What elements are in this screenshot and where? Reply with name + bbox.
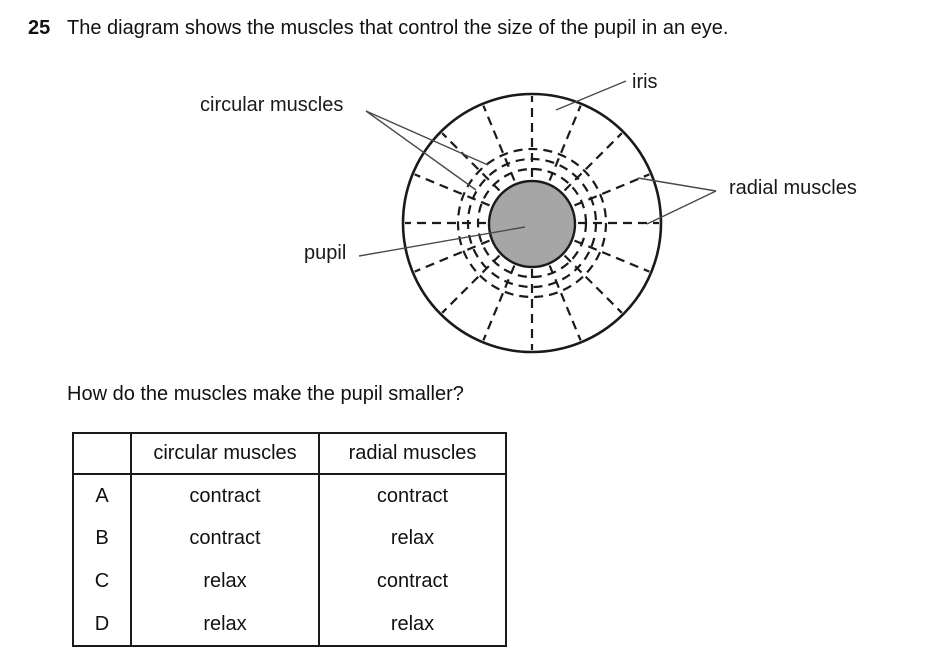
option-d-radial: relax <box>318 603 506 646</box>
pupil-label: pupil <box>304 242 347 264</box>
pupil-circle <box>487 179 577 269</box>
radial-muscles-leader-2 <box>646 190 717 225</box>
table-row-option-d: D relax relax <box>73 603 506 646</box>
muscle-dash-group <box>405 96 659 350</box>
option-b-circular: contract <box>130 517 319 560</box>
option-c-radial: contract <box>318 560 506 603</box>
option-letter: B <box>95 527 109 549</box>
radial-muscle-line <box>414 173 490 207</box>
circular-muscle-ring <box>466 157 598 289</box>
radial-muscle-line <box>563 254 623 314</box>
circular-muscles-label: circular muscles <box>200 94 344 116</box>
table-row-option-b: B contract relax <box>73 517 506 560</box>
header-option-blank <box>73 433 131 475</box>
option-letter: C <box>94 570 110 592</box>
option-d-circular: relax <box>130 603 319 646</box>
pupil-leader <box>358 226 526 257</box>
question-number: 25 <box>28 17 51 39</box>
option-letter: A <box>95 484 109 507</box>
radial-muscles-label: radial muscles <box>729 177 857 199</box>
circular-muscles-leader-1 <box>365 110 489 166</box>
iris-label: iris <box>632 71 658 93</box>
header-circular-muscles: circular muscles <box>130 433 319 475</box>
radial-muscle-line <box>548 105 582 181</box>
option-c-circular: relax <box>130 560 319 603</box>
header-radial-muscles: radial muscles <box>318 433 506 475</box>
radial-muscle-line <box>548 265 582 341</box>
iris-leader <box>555 80 627 111</box>
circular-muscles-leader-2 <box>365 110 477 191</box>
leader-lines <box>358 80 717 257</box>
circular-muscle-ring <box>456 147 608 299</box>
radial-muscle-line <box>441 254 501 314</box>
option-b-radial: relax <box>318 517 506 560</box>
radial-muscle-line <box>574 173 650 207</box>
radial-muscle-line <box>482 105 516 181</box>
table-row-option-a: A contract contract <box>73 474 506 517</box>
question-header: 25 The diagram shows the muscles that co… <box>28 15 728 41</box>
table-row-option-c: C relax contract <box>73 560 506 603</box>
table-header-row: circular muscles radial muscles <box>73 433 506 475</box>
circular-muscle-ring <box>476 167 588 279</box>
option-a-radial: contract <box>318 474 506 517</box>
question-prompt: How do the muscles make the pupil smalle… <box>67 383 464 405</box>
radial-muscle-line <box>563 132 623 192</box>
radial-muscle-line <box>482 265 516 341</box>
radial-muscle-line <box>574 239 650 273</box>
question-stem: The diagram shows the muscles that contr… <box>67 17 729 39</box>
option-a-circular: contract <box>130 474 319 517</box>
radial-muscle-line <box>414 239 490 273</box>
answer-options-table: circular muscles radial muscles A contra… <box>72 432 507 647</box>
radial-muscles-leader-1 <box>637 177 717 192</box>
option-letter: D <box>94 612 110 635</box>
radial-muscle-line <box>441 132 501 192</box>
